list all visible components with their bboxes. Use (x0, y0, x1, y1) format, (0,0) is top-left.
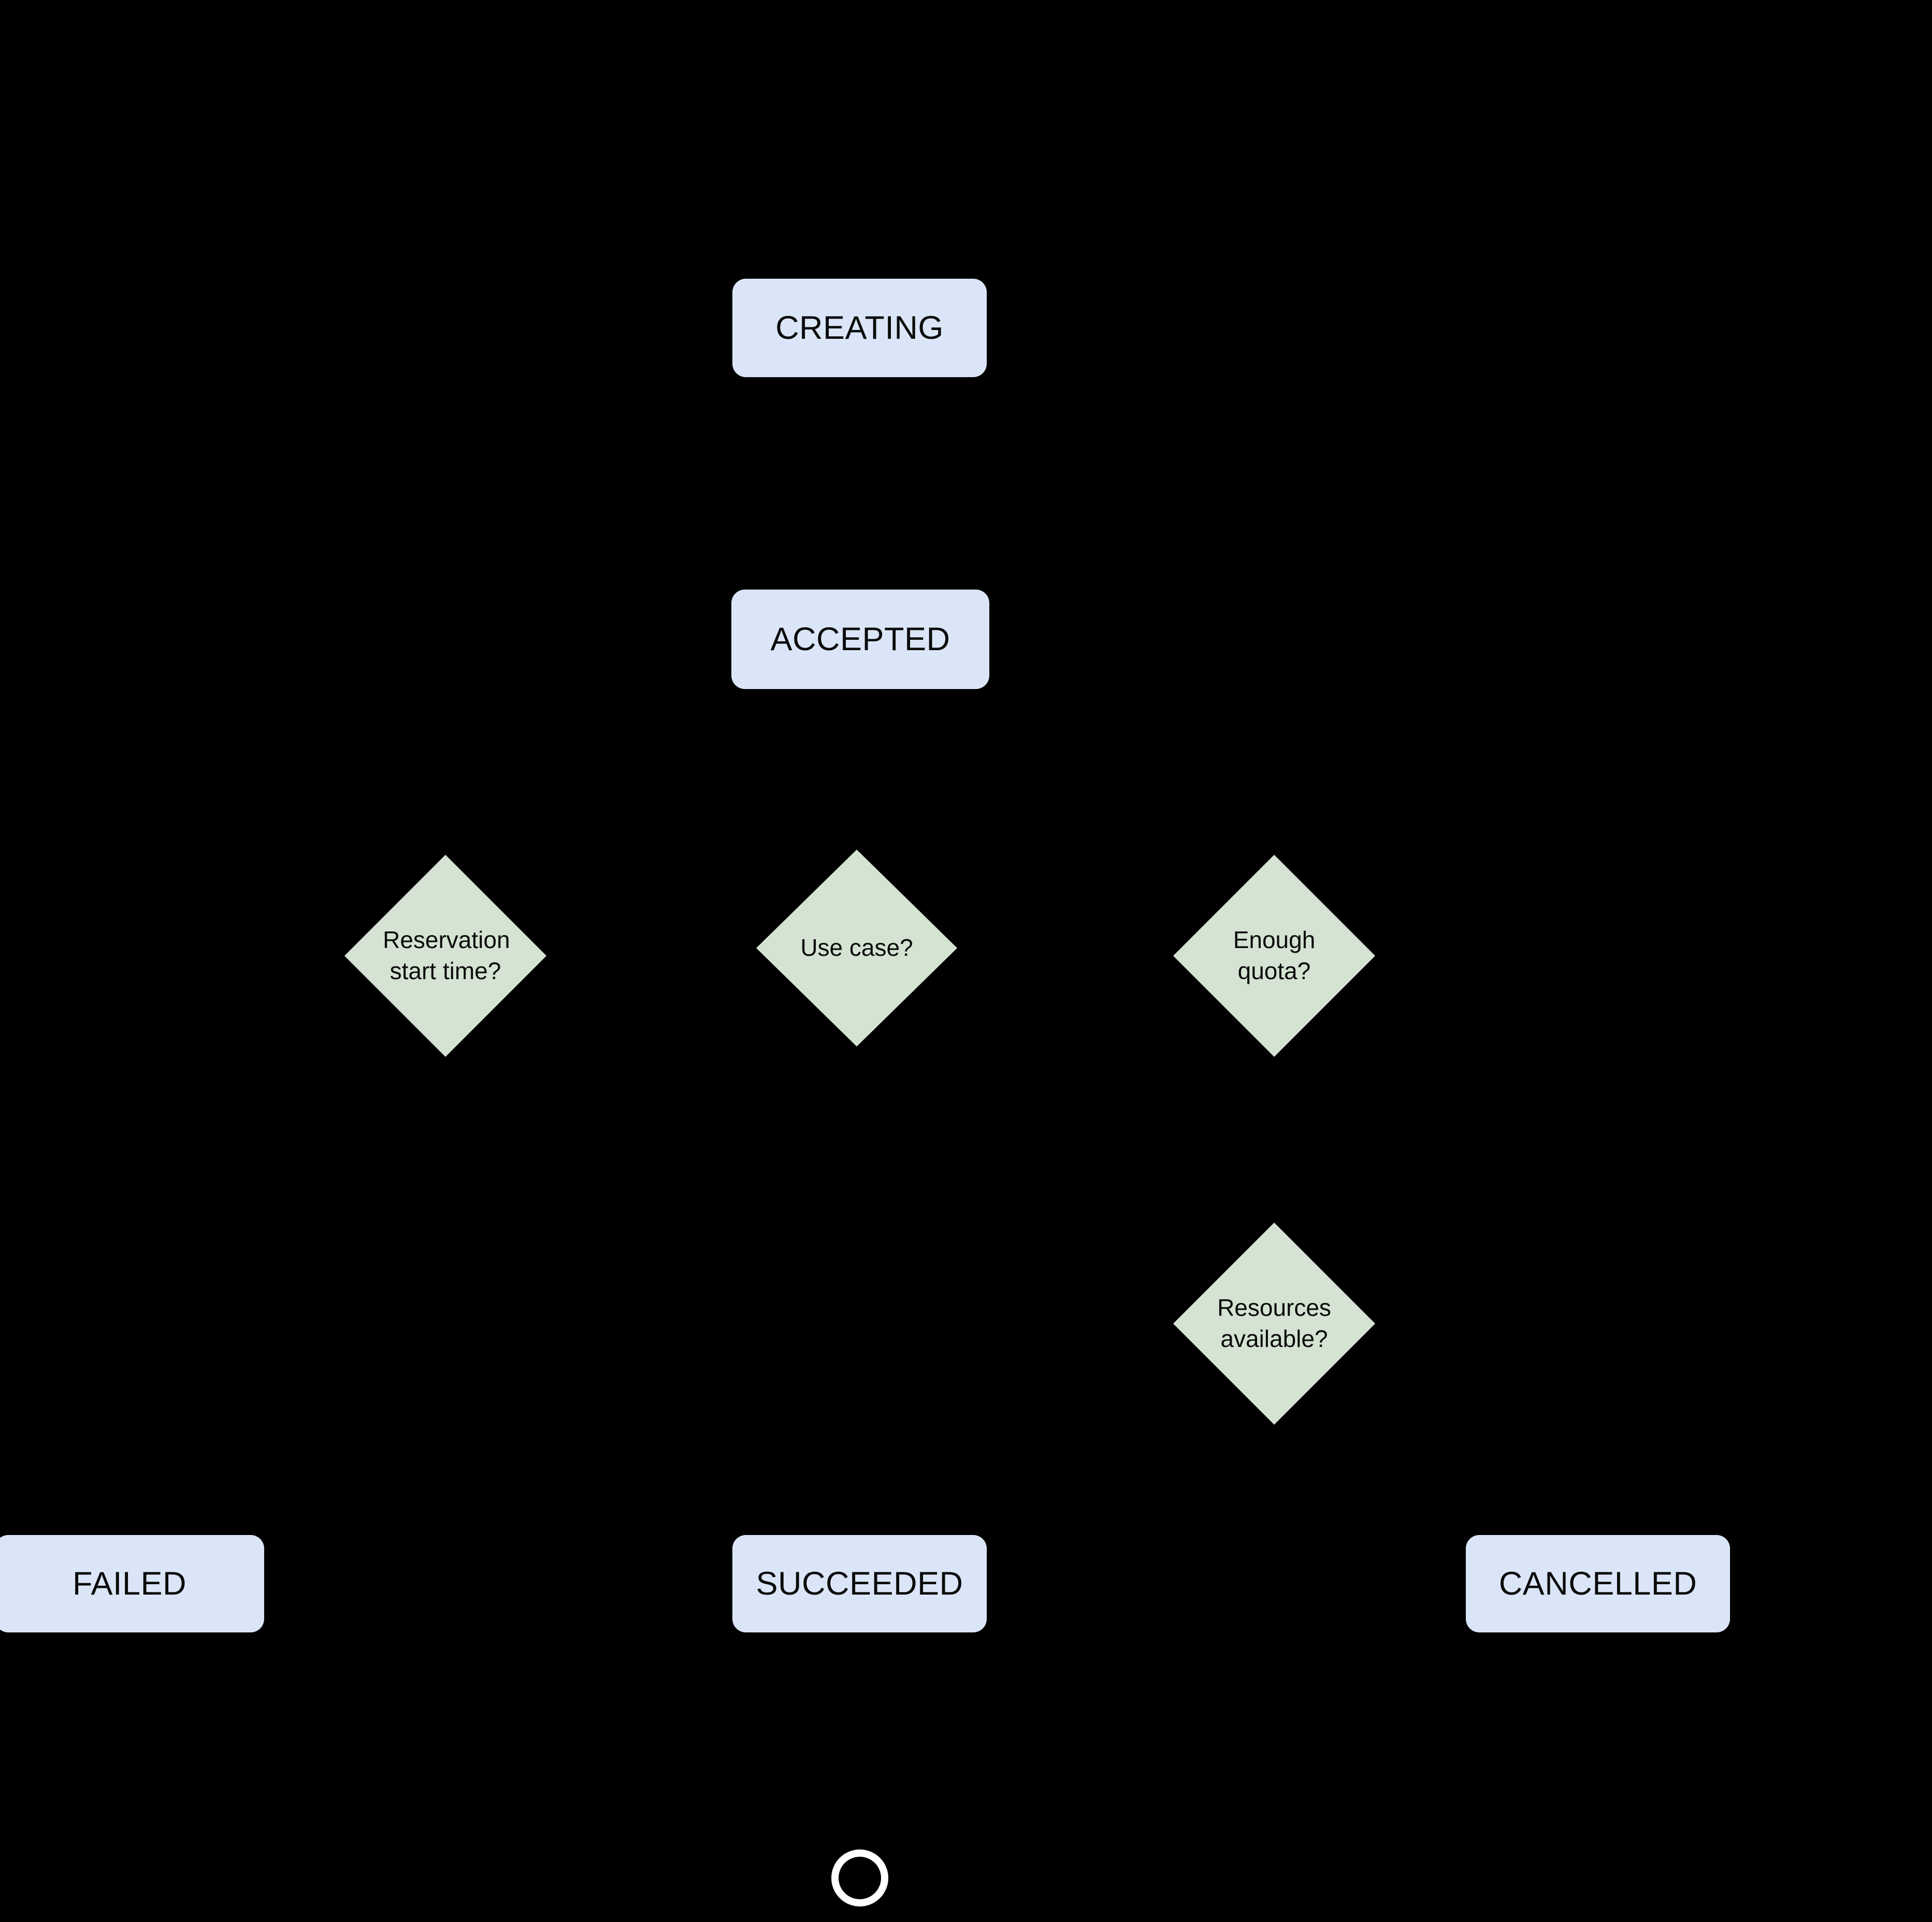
decision-reservation-start-time[interactable]: Reservation start time? (344, 855, 546, 1057)
state-creating-label: CREATING (775, 309, 944, 346)
state-accepted[interactable]: ACCEPTED (731, 590, 989, 689)
decision-resources-available-label: Resources available? (1217, 1294, 1331, 1352)
decision-use-case[interactable]: Use case? (756, 850, 957, 1046)
state-succeeded-label: SUCCEEDED (756, 1565, 963, 1602)
edge-accepted-to-enough-quota (989, 637, 1276, 855)
edge-resources-to-cancelled (1272, 1425, 1600, 1535)
decision-enough-quota-label: Enough quota? (1233, 926, 1316, 984)
state-accepted-label: ACCEPTED (770, 621, 950, 657)
decision-use-case-label: Use case? (800, 934, 913, 962)
state-creating[interactable]: CREATING (732, 279, 987, 377)
state-failed-label: FAILED (72, 1565, 187, 1602)
state-succeeded[interactable]: SUCCEEDED (732, 1535, 987, 1632)
state-cancelled-label: CANCELLED (1498, 1565, 1697, 1602)
edge-accepted-to-start-time (443, 637, 731, 855)
decision-enough-quota[interactable]: Enough quota? (1173, 855, 1375, 1057)
state-failed[interactable]: FAILED (0, 1535, 264, 1632)
terminal-end-icon (831, 1849, 888, 1906)
state-cancelled[interactable]: CANCELLED (1466, 1535, 1730, 1632)
edge-start-time-to-failed (127, 1057, 448, 1535)
decision-resources-available[interactable]: Resources available? (1173, 1223, 1375, 1425)
decision-reservation-start-time-label: Reservation start time? (383, 926, 510, 984)
